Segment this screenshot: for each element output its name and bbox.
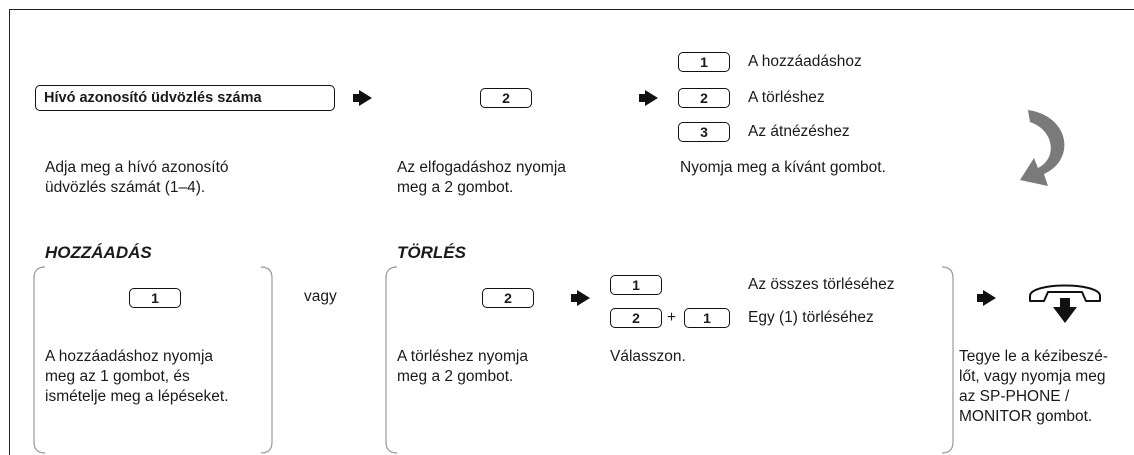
hangup-desc-line4: MONITOR gombot.	[959, 408, 1093, 425]
or-text: vagy	[304, 288, 337, 305]
option-add-label: A hozzáadáshoz	[748, 53, 862, 70]
key-1: 1	[129, 288, 181, 308]
delete-one-label: Egy (1) törléséhez	[748, 309, 874, 326]
step1-desc-line1: Adja meg a hívó azonosító	[45, 159, 229, 176]
hangup-desc-line1: Tegye le a kézibeszé-	[959, 348, 1109, 365]
delete-desc-line2: meg a 2 gombot.	[397, 368, 514, 385]
option-delete-label: A törléshez	[748, 89, 825, 106]
add-heading: HOZZÁADÁS	[45, 243, 152, 262]
key-1: 1	[610, 275, 662, 295]
key-1: 1	[678, 52, 730, 72]
key-1: 1	[684, 308, 730, 328]
add-desc-line1: A hozzáadáshoz nyomja	[45, 348, 214, 365]
key-2: 2	[482, 288, 534, 308]
diagram-frame	[9, 9, 1134, 455]
right-arrow-icon	[977, 290, 996, 306]
right-arrow-icon	[571, 290, 590, 306]
delete-all-label: Az összes törléséhez	[748, 276, 895, 293]
step3-desc: Nyomja meg a kívánt gombot.	[680, 159, 886, 176]
add-desc-line3: ismételje meg a lépéseket.	[45, 388, 229, 405]
handset-hangup-icon	[1029, 284, 1101, 323]
key-3: 3	[678, 122, 730, 142]
hangup-desc-line2: lőt, vagy nyomja meg	[959, 368, 1106, 385]
caller-id-greeting-number-box: Hívó azonosító üdvözlés száma	[35, 85, 335, 111]
delete-desc-line1: A törléshez nyomja	[397, 348, 528, 365]
key-2: 2	[610, 308, 662, 328]
step1-desc-line2: üdvözlés számát (1–4).	[45, 179, 206, 196]
plus-sign: +	[667, 309, 677, 326]
add-bracket	[33, 266, 273, 454]
right-arrow-icon	[639, 90, 658, 106]
add-desc-line2: meg az 1 gombot, és	[45, 368, 190, 385]
delete-bracket	[385, 266, 954, 454]
key-2: 2	[678, 88, 730, 108]
hangup-desc-line3: az SP-PHONE /	[959, 388, 1070, 405]
delete-heading: TÖRLÉS	[397, 243, 466, 262]
key-2: 2	[480, 88, 532, 108]
step2-desc-line1: Az elfogadáshoz nyomja	[397, 159, 566, 176]
caller-id-greeting-number-label: Hívó azonosító üdvözlés száma	[44, 90, 262, 106]
right-arrow-icon	[353, 90, 372, 106]
step2-desc-line2: meg a 2 gombot.	[397, 179, 514, 196]
curved-return-arrow-icon	[1020, 110, 1065, 186]
choose-text: Válasszon.	[610, 348, 686, 365]
option-review-label: Az átnézéshez	[748, 123, 850, 140]
